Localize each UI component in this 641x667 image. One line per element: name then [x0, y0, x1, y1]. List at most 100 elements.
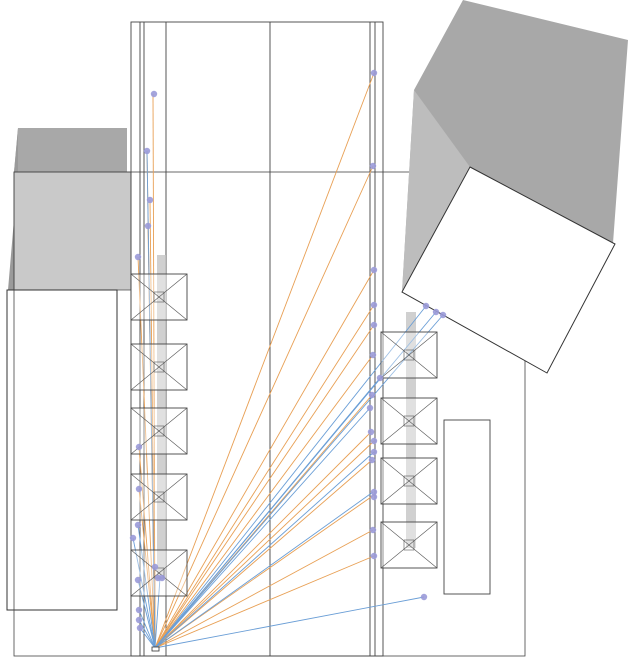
sample-point-1 [143, 147, 151, 155]
orange-ray-5 [154, 354, 374, 649]
blue-ray-11 [137, 579, 156, 649]
placeholder-box-4 [130, 549, 188, 597]
right-building-face [401, 166, 616, 374]
sample-point-26 [370, 437, 378, 445]
sample-point-22 [376, 374, 384, 382]
orange-ray-4 [154, 324, 375, 649]
sample-point-30 [370, 493, 378, 501]
orange-ray-11 [154, 529, 374, 649]
sample-point-0 [150, 90, 158, 98]
placeholder-box-center [403, 475, 415, 487]
placeholder-box-diagonal [130, 549, 188, 597]
sample-point-3 [144, 222, 152, 230]
placeholder-box-center [153, 361, 165, 373]
left-building-roof-shadow [14, 128, 127, 172]
placeholder-box-center [403, 349, 415, 361]
sample-point-24 [366, 404, 374, 412]
placeholder-box-center [403, 539, 415, 551]
orange-ray-1 [154, 165, 374, 649]
sample-point-21 [369, 351, 377, 359]
placeholder-box-diagonal [380, 457, 438, 505]
placeholder-box-center [153, 291, 165, 303]
placeholder-box-center [153, 425, 165, 437]
sample-point-13 [135, 606, 143, 614]
placeholder-box-diagonal [380, 521, 438, 569]
blue-ray-6 [154, 491, 374, 649]
right-building [401, 0, 628, 374]
blue-ray-5 [154, 451, 375, 649]
orange-ray-10 [154, 494, 375, 649]
sample-point-12 [158, 574, 166, 582]
left-building [6, 128, 132, 611]
sample-point-14 [135, 616, 143, 624]
placeholder-box-0 [130, 273, 188, 321]
sample-point-10 [134, 576, 142, 584]
right-building-roof-shadow [402, 0, 628, 292]
placeholder-box-1 [130, 343, 188, 391]
left-building-side-shadow [8, 128, 18, 290]
placeholder-box-5 [380, 331, 438, 379]
sample-point-32 [370, 552, 378, 560]
placeholder-box-3 [130, 473, 188, 521]
blue-ray-3 [154, 377, 381, 649]
left-shadow-strip [157, 255, 166, 580]
orange-ray-17 [137, 256, 156, 649]
orange-ray-7 [154, 431, 372, 649]
box-shadows [157, 255, 416, 580]
sample-point-20 [370, 321, 378, 329]
source-marker [151, 646, 160, 652]
orange-ray-19 [138, 488, 156, 649]
left-building-wall [13, 171, 132, 291]
placeholder-box-diagonal [130, 273, 188, 321]
sample-point-16 [370, 69, 378, 77]
sample-point-2 [146, 196, 154, 204]
sample-point-8 [129, 534, 137, 542]
orange-ray-3 [154, 304, 375, 649]
blue-ray-12 [154, 577, 161, 649]
blue-ray-13 [138, 609, 156, 649]
sample-point-25 [367, 428, 375, 436]
sample-point-15 [136, 624, 144, 632]
orange-ray-0 [154, 72, 375, 649]
placeholder-box-2 [130, 407, 188, 455]
placeholder-box-center [153, 491, 165, 503]
sample-point-34 [432, 308, 440, 316]
orange-ray-2 [154, 269, 375, 649]
orange-ray-18 [138, 446, 156, 649]
sample-point-35 [439, 311, 447, 319]
sample-point-36 [420, 593, 428, 601]
right-building-side-shadow [402, 90, 470, 292]
sample-point-9 [151, 563, 159, 571]
blue-ray-9 [137, 524, 156, 649]
placeholder-box-8 [380, 521, 438, 569]
blue-ray-2 [154, 314, 444, 649]
placeholder-box-center [403, 415, 415, 427]
blue-ray-15 [139, 627, 156, 649]
placeholder-box-diagonal [380, 331, 438, 379]
sample-point-18 [370, 266, 378, 274]
left-building-facade [6, 289, 118, 611]
sample-point-27 [370, 448, 378, 456]
sample-point-6 [135, 485, 143, 493]
sample-point-4 [134, 253, 142, 261]
corridor-outer [130, 21, 384, 657]
orange-ray-9 [154, 459, 373, 649]
sample-point-5 [135, 443, 143, 451]
blue-ray-14 [138, 619, 156, 649]
placeholder-box-6 [380, 397, 438, 445]
sample-point-19 [370, 301, 378, 309]
sample-points [129, 69, 447, 632]
placeholder-box-diagonal [380, 397, 438, 445]
sample-point-17 [369, 162, 377, 170]
placeholder-box-7 [380, 457, 438, 505]
blue-ray-10 [132, 537, 156, 649]
blue-ray-4 [154, 407, 371, 649]
orange-ray-12 [154, 555, 375, 649]
placeholder-box-diagonal [130, 473, 188, 521]
sample-point-31 [369, 526, 377, 534]
sample-point-33 [422, 302, 430, 310]
placeholder-box-diagonal [130, 343, 188, 391]
orange-ray-8 [154, 440, 375, 649]
right-side-panel [443, 419, 491, 595]
sample-point-7 [134, 521, 142, 529]
